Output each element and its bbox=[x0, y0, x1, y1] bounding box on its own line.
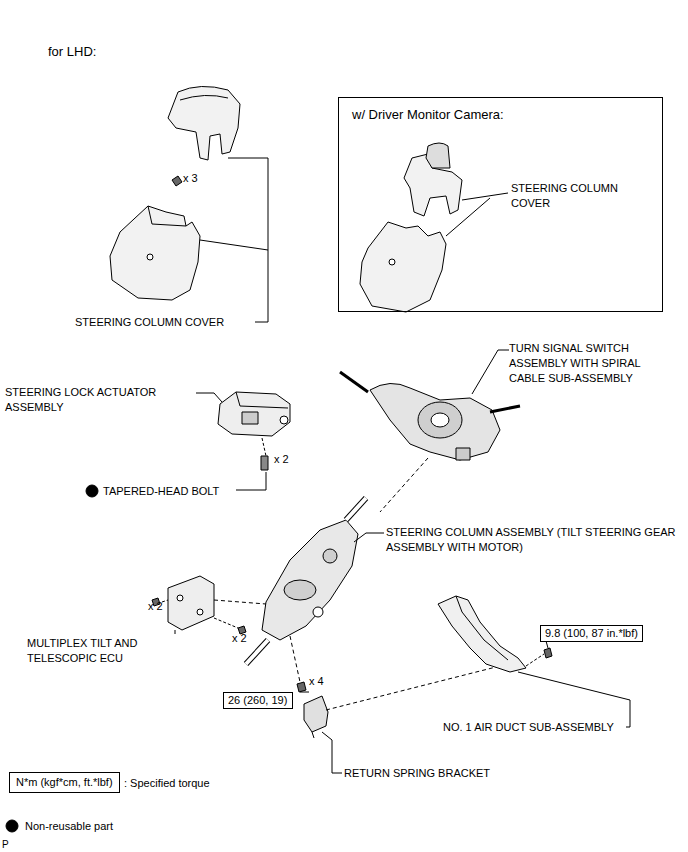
legend-text: : Specified torque bbox=[124, 776, 210, 791]
part-name: TURN SIGNAL SWITCH ASSEMBLY WITH SPIRAL … bbox=[509, 341, 664, 386]
legend-sample-box: N*m (kgf*cm, ft.*lbf) bbox=[9, 772, 120, 793]
quantity: x 4 bbox=[309, 674, 324, 689]
variant-heading: w/ Driver Monitor Camera: bbox=[352, 106, 504, 123]
quantity: x 2 bbox=[274, 452, 289, 467]
part-name: STEERING COLUMN ASSEMBLY (TILT STEERING … bbox=[386, 525, 684, 555]
part-name: STEERING LOCK ACTUATOR ASSEMBLY bbox=[5, 385, 180, 415]
part-name: TAPERED-HEAD BOLT bbox=[103, 484, 219, 499]
part-name: MULTIPLEX TILT AND TELESCOPIC ECU bbox=[27, 636, 172, 666]
part-name: RETURN SPRING BRACKET bbox=[344, 766, 490, 781]
part-name: NO. 1 AIR DUCT SUB-ASSEMBLY bbox=[443, 720, 614, 735]
torque-box: 9.8 (100, 87 in.*lbf) bbox=[540, 625, 643, 642]
part-name: STEERING COLUMN COVER bbox=[75, 315, 224, 330]
quantity: x 2 bbox=[148, 599, 163, 614]
unit-text: N*m (kgf*cm, ft.*lbf) bbox=[16, 776, 113, 789]
section-note: for LHD: bbox=[48, 44, 96, 60]
quantity: x 2 bbox=[232, 631, 247, 646]
page-mark: P bbox=[2, 838, 9, 851]
variant-box: w/ Driver Monitor Camera: STEERING COLUMN… bbox=[338, 97, 663, 312]
torque-value: 26 (260, 19) bbox=[228, 694, 288, 707]
quantity: x 3 bbox=[183, 171, 198, 186]
part-name: STEERING COLUMN COVER bbox=[511, 181, 636, 211]
torque-value: 9.8 (100, 87 in.*lbf) bbox=[545, 627, 638, 640]
legend-text: Non-reusable part bbox=[25, 819, 113, 834]
torque-box: 26 (260, 19) bbox=[223, 692, 293, 709]
